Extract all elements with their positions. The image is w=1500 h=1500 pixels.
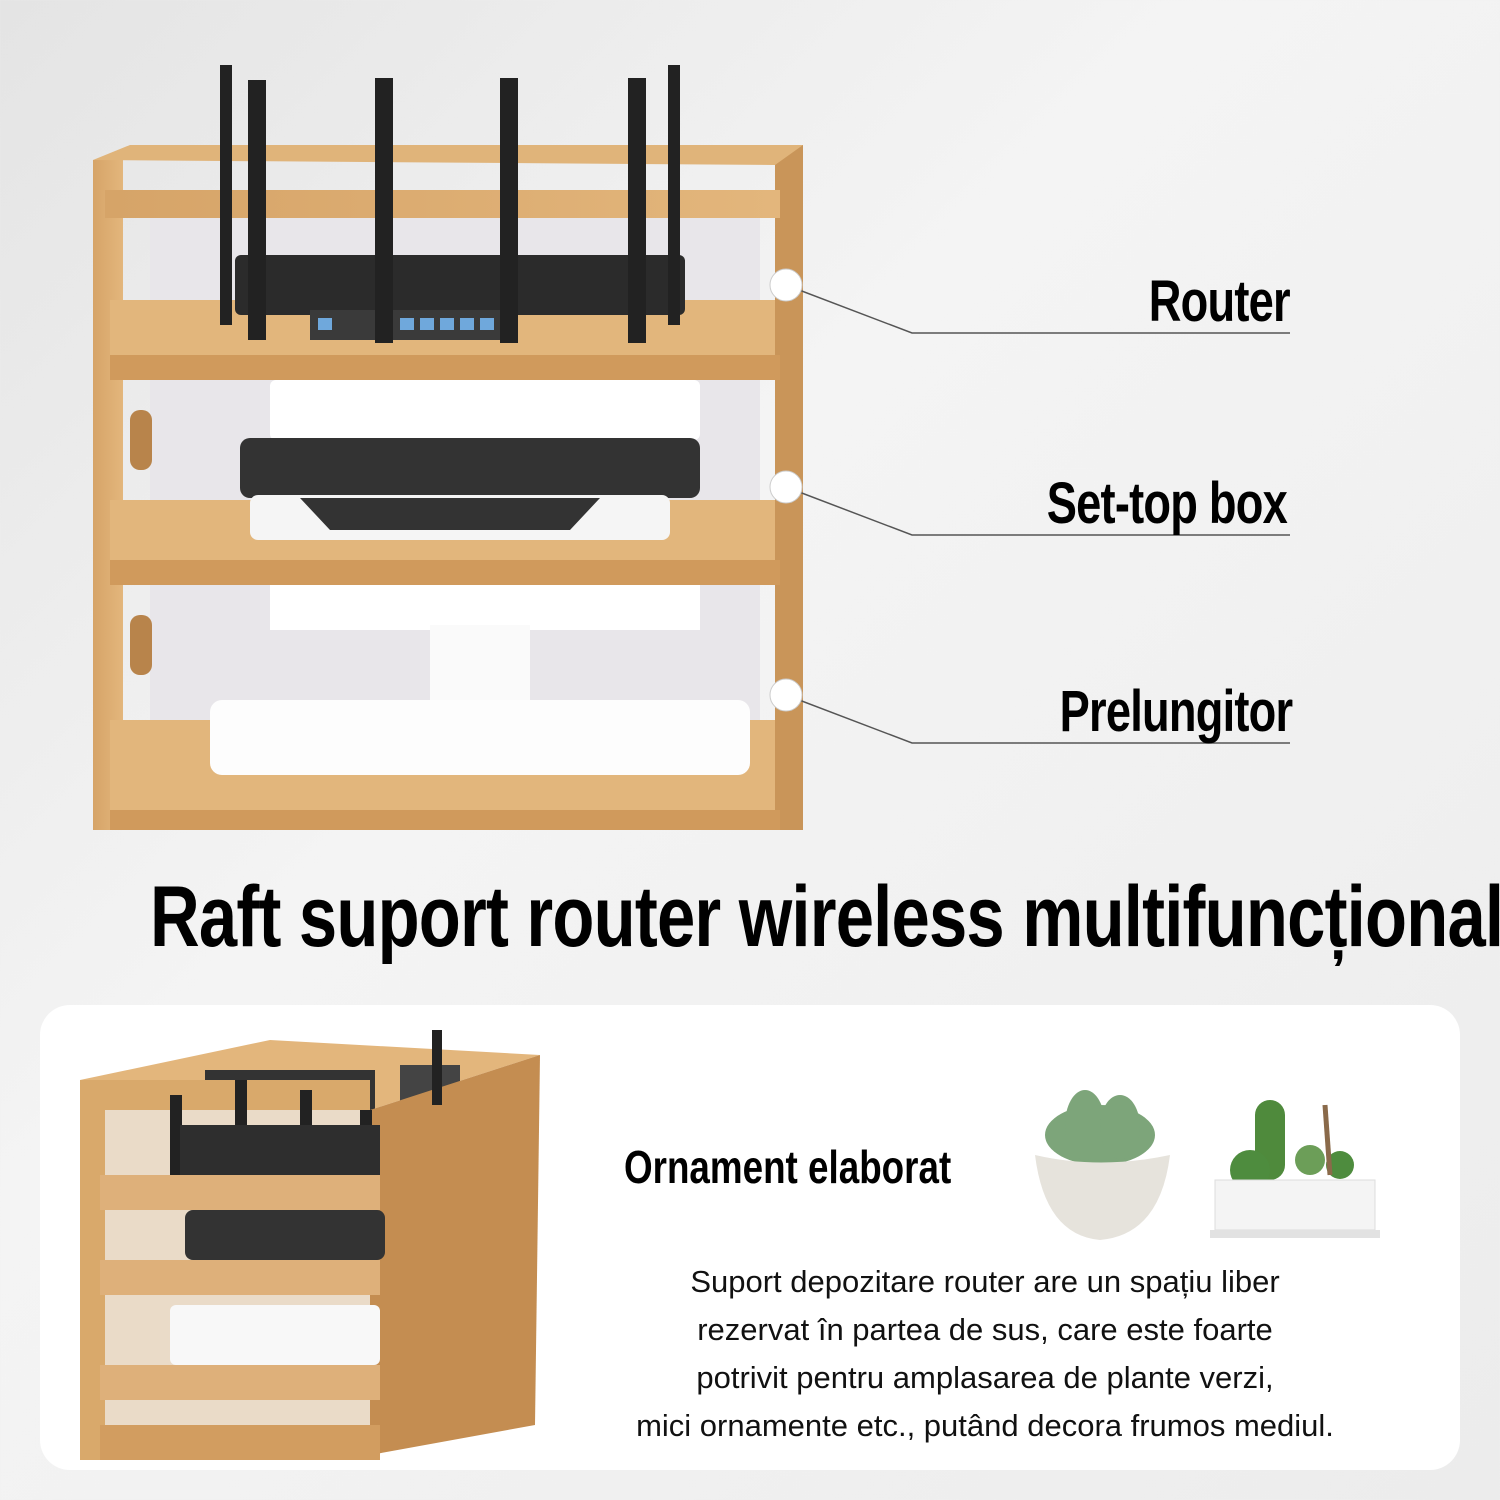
- plants-image: [1035, 1090, 1380, 1240]
- feature-heading: Ornament elaborat: [624, 1141, 952, 1193]
- description-line: rezervat în partea de sus, care este foa…: [697, 1312, 1273, 1347]
- description-line: mici ornamente etc., putând decora frumo…: [636, 1408, 1334, 1443]
- power-strip-image: [210, 585, 750, 775]
- feature-description: Suport depozitare router are un spațiu l…: [560, 1258, 1410, 1450]
- shelf-product-image: [93, 65, 1290, 830]
- callout-lines: [785, 284, 1290, 744]
- small-shelf-image: [80, 1030, 540, 1460]
- description-line: Suport depozitare router are un spațiu l…: [690, 1264, 1280, 1299]
- page-title: Raft suport router wireless multifuncțio…: [150, 869, 1500, 965]
- callout-label-set-top-box: Set-top box: [1046, 471, 1288, 536]
- callout-dots: [769, 268, 803, 712]
- callout-label-router: Router: [1148, 269, 1291, 334]
- router-image: [220, 65, 685, 343]
- description-line: potrivit pentru amplasarea de plante ver…: [696, 1360, 1274, 1395]
- set-top-box-image: [240, 380, 700, 540]
- callout-label-power-strip: Prelungitor: [1059, 679, 1292, 744]
